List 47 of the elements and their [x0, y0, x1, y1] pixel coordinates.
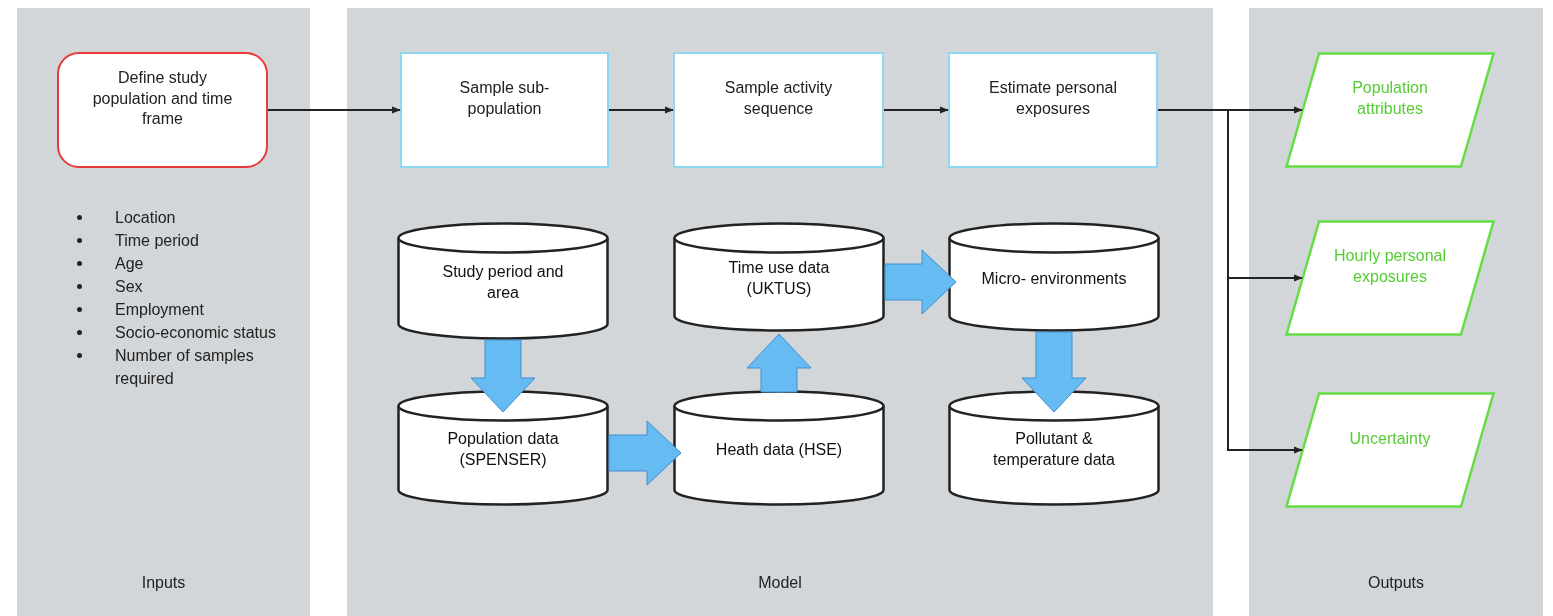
node-label: Hourly personal exposures: [1332, 246, 1448, 287]
node-label: Study period and area: [441, 262, 565, 303]
process-box: [948, 52, 1158, 168]
section-panel: [17, 8, 310, 616]
block-arrow: [884, 249, 957, 315]
block-arrow: [746, 333, 812, 393]
node-label: Heath data (HSE): [714, 439, 844, 460]
block-arrow: [608, 420, 682, 486]
node-label: Population attributes: [1351, 78, 1429, 119]
list-item: Time period: [115, 232, 199, 249]
process-box: [673, 52, 884, 168]
start-box: [57, 52, 268, 168]
database-cylinder: [397, 390, 609, 506]
output-parallelogram: [1285, 392, 1495, 508]
panel-title: Inputs: [141, 573, 186, 594]
arrow: [608, 106, 674, 114]
list-item: Employment: [115, 301, 204, 318]
list-item: Age: [115, 255, 144, 272]
output-parallelogram: [1285, 52, 1495, 168]
node-label: Uncertainty: [1348, 428, 1432, 449]
list-item: Socio-economic status: [115, 324, 276, 341]
list-item: Location: [115, 209, 176, 226]
process-box: [400, 52, 609, 168]
output-parallelogram: [1285, 220, 1495, 336]
database-cylinder: [948, 222, 1160, 332]
section-panel: [347, 8, 1213, 616]
node-label: Time use data (UKTUS): [727, 258, 831, 299]
panel-title: Outputs: [1368, 573, 1424, 594]
node-label: Sample sub-population: [458, 78, 551, 119]
arrow: [883, 106, 949, 114]
database-cylinder: [397, 222, 609, 340]
node-label: Micro- environments: [980, 268, 1128, 289]
node-label: Population data (SPENSER): [446, 429, 560, 470]
database-cylinder: [673, 390, 885, 506]
block-arrow: [1021, 331, 1087, 413]
node-label: Define study population and time frame: [91, 67, 234, 130]
panel-title: Model: [758, 573, 802, 594]
node-label: Sample activity sequence: [723, 78, 834, 119]
arrow: [267, 106, 401, 114]
database-cylinder: [673, 222, 885, 332]
list-item: Sex: [115, 278, 143, 295]
section-panel: [1249, 8, 1543, 616]
block-arrow: [470, 339, 536, 413]
database-cylinder: [948, 390, 1160, 506]
node-label: Pollutant & temperature data: [992, 429, 1116, 470]
list-item: Number of samples required: [115, 347, 254, 387]
node-label: Estimate personal exposures: [987, 78, 1119, 119]
